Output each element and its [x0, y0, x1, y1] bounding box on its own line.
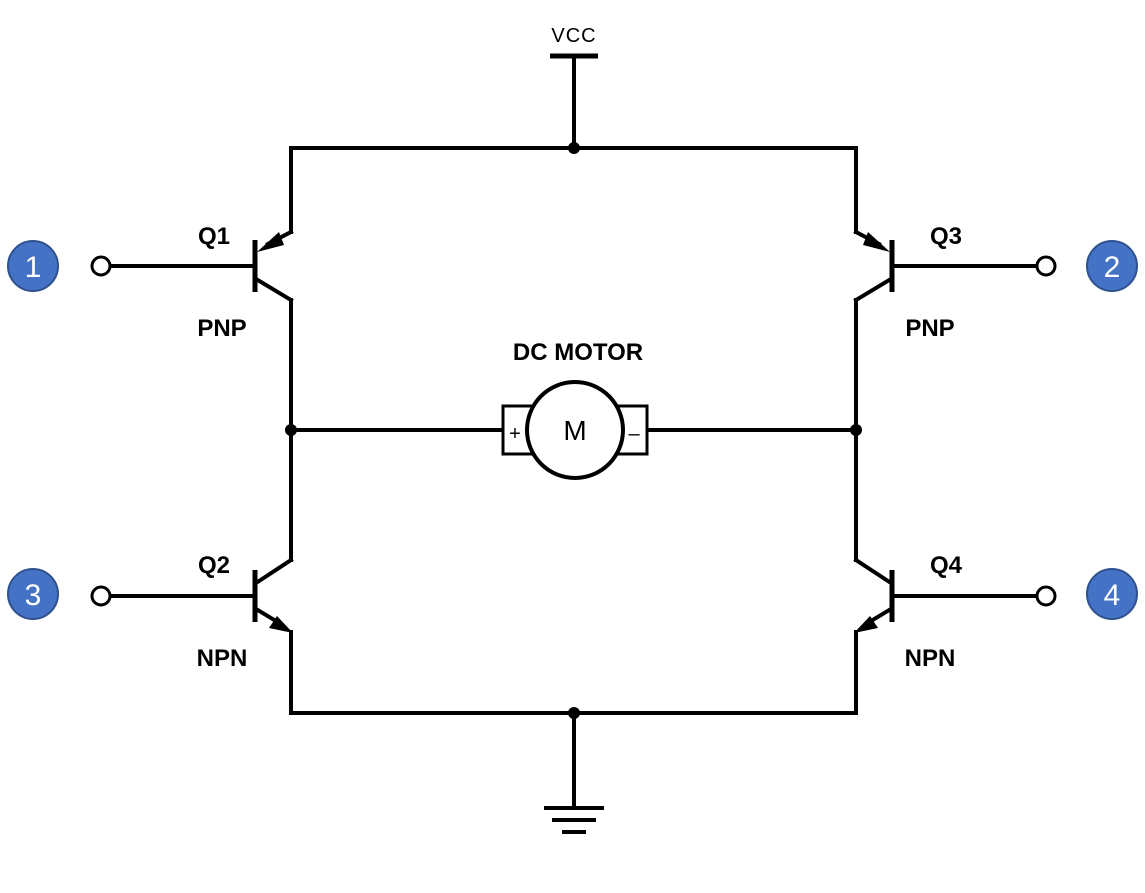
ground-icon: [544, 711, 604, 834]
badge-4-number: 4: [1104, 579, 1121, 612]
q2-label: Q2: [198, 552, 230, 579]
vcc-supply-icon: [550, 53, 598, 150]
q4-emitter-arrow: [854, 616, 878, 633]
input-terminal-2: [1035, 255, 1057, 277]
top-rail: [289, 142, 858, 234]
q2-type-label: NPN: [197, 645, 248, 672]
badge-3-circle: [7, 568, 59, 620]
motor-title: DC MOTOR: [513, 339, 643, 366]
motor-plus-terminal: +: [509, 423, 521, 445]
q3-transistor-icon: [853, 229, 1036, 303]
badge-4-circle: [1086, 568, 1138, 620]
q4-label: Q4: [930, 552, 963, 579]
input-terminal-1: [90, 255, 112, 277]
input-badge-3: 3: [7, 568, 59, 620]
q4-type-label: NPN: [905, 645, 956, 672]
motor-minus-terminal: –: [628, 423, 640, 445]
badge-2-number: 2: [1104, 251, 1121, 284]
bottom-rail: [289, 630, 858, 719]
input-badge-1: 1: [7, 240, 59, 292]
q2-emitter-arrow: [269, 616, 293, 633]
badge-1-circle: [7, 240, 59, 292]
input-badge-4: 4: [1086, 568, 1138, 620]
vcc-label: VCC: [551, 25, 596, 47]
input-badge-2: 2: [1086, 240, 1138, 292]
badge-2-circle: [1086, 240, 1138, 292]
q2-transistor-icon: [111, 557, 294, 633]
badge-1-number: 1: [25, 251, 42, 284]
q1-transistor-icon: [111, 229, 294, 303]
q1-emitter-arrow: [257, 232, 284, 252]
motor-symbol: M: [563, 415, 586, 446]
q4-transistor-icon: [853, 557, 1036, 633]
q1-type-label: PNP: [197, 315, 246, 342]
top-junction-node: [568, 142, 580, 154]
input-terminal-4: [1035, 585, 1057, 607]
q3-type-label: PNP: [905, 315, 954, 342]
input-terminal-3: [90, 585, 112, 607]
badge-3-number: 3: [25, 579, 42, 612]
q3-emitter-arrow: [863, 232, 890, 252]
q3-label: Q3: [930, 223, 962, 250]
q1-label: Q1: [198, 223, 230, 250]
dc-motor-icon: [289, 380, 858, 480]
